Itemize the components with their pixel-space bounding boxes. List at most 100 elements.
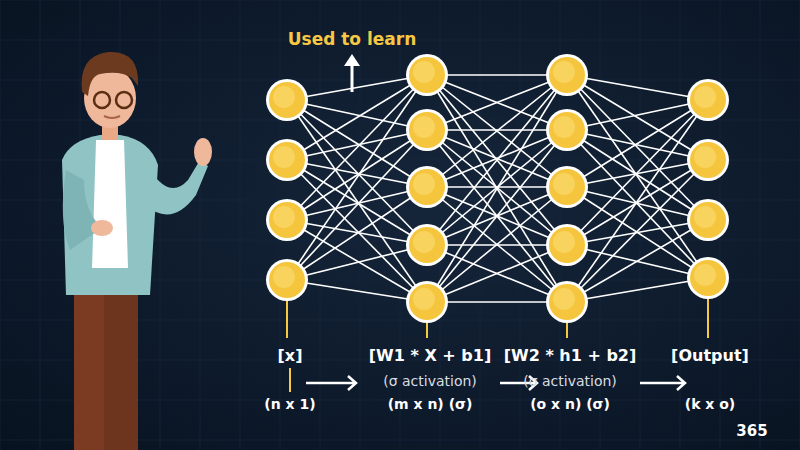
neuron <box>549 57 585 93</box>
neuron-highlight <box>553 288 575 310</box>
weight-line <box>427 75 567 130</box>
neuron-highlight <box>413 61 435 83</box>
grid-line <box>0 0 800 1</box>
neuron-ring <box>266 139 308 181</box>
neuron-highlight <box>273 86 295 108</box>
callout-text: Used to learn <box>288 30 417 49</box>
grid-line <box>240 0 241 450</box>
neuron-ring <box>406 224 448 266</box>
weight-line <box>427 130 567 302</box>
neuron-ring <box>546 281 588 323</box>
weight-line <box>287 187 427 280</box>
neuron <box>269 202 305 238</box>
neuron <box>409 284 445 320</box>
neuron-ring <box>687 139 729 181</box>
hand <box>194 138 212 166</box>
hand <box>91 220 113 236</box>
dimension-label: (o x n) (σ) <box>530 397 610 412</box>
weight-line <box>287 160 427 302</box>
weight-line <box>287 280 427 302</box>
dimension-label: (n x 1) <box>264 397 315 412</box>
neuron-ring <box>687 79 729 121</box>
jacket <box>62 135 158 295</box>
weight-line <box>567 160 708 302</box>
hair <box>82 52 139 96</box>
grid-line <box>760 0 761 450</box>
neuron-ring <box>406 54 448 96</box>
trouser-leg <box>74 285 108 450</box>
neuron-highlight <box>413 231 435 253</box>
formula-label: [W1 * X + b1] <box>369 347 491 365</box>
neuron-highlight <box>413 116 435 138</box>
neuron <box>690 260 726 296</box>
neuron-ring <box>266 259 308 301</box>
grid-line <box>200 0 201 450</box>
neuron-highlight <box>413 173 435 195</box>
neural-network <box>266 54 729 338</box>
neuron-highlight <box>694 264 716 286</box>
activation-note: (σ activation) <box>523 374 617 389</box>
trouser-leg <box>104 285 138 450</box>
weight-line <box>427 75 567 245</box>
vector-label: [x] <box>278 347 303 365</box>
weight-line <box>567 100 708 130</box>
weight-line <box>287 245 427 280</box>
watermark: 365 <box>736 423 767 440</box>
shirt <box>92 140 128 268</box>
presenter-figure <box>62 52 212 450</box>
weight-line <box>287 130 427 280</box>
raised-arm <box>145 160 208 214</box>
weight-line <box>567 75 708 220</box>
weight-line <box>567 130 708 278</box>
layer-tick <box>289 368 291 392</box>
neuron-ring <box>406 166 448 208</box>
neuron-highlight <box>553 173 575 195</box>
neuron <box>409 112 445 148</box>
weight-line <box>287 75 427 220</box>
neuron-ring <box>266 79 308 121</box>
neuron-highlight <box>553 231 575 253</box>
neuron-ring <box>546 224 588 266</box>
neuron-highlight <box>694 146 716 168</box>
neuron <box>549 284 585 320</box>
neuron <box>549 227 585 263</box>
neuron-ring <box>687 199 729 241</box>
weight-line <box>427 130 567 187</box>
weight-line <box>427 245 567 302</box>
neuron <box>409 227 445 263</box>
weight-line <box>427 75 567 302</box>
weight-line <box>287 75 427 280</box>
flow-arrow <box>306 376 356 390</box>
grid-line <box>360 0 361 450</box>
dimension-label: (m x n) (σ) <box>388 397 473 412</box>
neuron-highlight <box>273 206 295 228</box>
weight-line <box>567 100 708 302</box>
neuron-highlight <box>273 146 295 168</box>
weight-line <box>567 100 708 245</box>
neuron-ring <box>546 166 588 208</box>
neuron-ring <box>406 281 448 323</box>
grid-line <box>0 0 1 450</box>
weight-line <box>287 100 427 302</box>
weight-line <box>427 187 567 302</box>
weight-line <box>287 130 427 160</box>
neuron <box>690 82 726 118</box>
neuron-highlight <box>694 206 716 228</box>
formula-label: [W2 * h1 + b2] <box>504 347 637 365</box>
weight-line <box>567 278 708 302</box>
neuron-ring <box>546 109 588 151</box>
neuron-highlight <box>553 61 575 83</box>
pointer-arrow <box>344 54 360 92</box>
neuron-ring <box>266 199 308 241</box>
arrow-shaft <box>351 62 354 92</box>
weight-line <box>567 100 708 187</box>
neuron-ring <box>406 109 448 151</box>
weight-line <box>427 130 567 302</box>
glasses <box>116 92 132 108</box>
neuron <box>690 202 726 238</box>
weight-line <box>427 75 567 187</box>
weight-line <box>567 187 708 220</box>
weight-line <box>427 75 567 187</box>
mouth <box>104 116 120 118</box>
